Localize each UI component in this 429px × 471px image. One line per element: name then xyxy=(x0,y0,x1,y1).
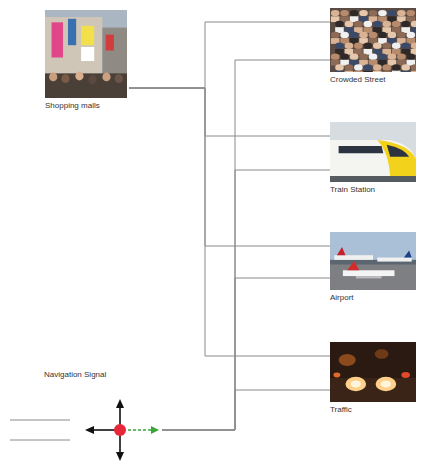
photo xyxy=(45,10,127,98)
photo xyxy=(330,8,416,72)
photo-caption: Traffic xyxy=(330,405,418,415)
photo xyxy=(330,122,416,182)
navigation-signal-symbol xyxy=(40,368,162,466)
connector-line xyxy=(162,60,330,430)
connector-line xyxy=(162,170,330,430)
connector-line xyxy=(129,88,330,136)
photo-node: Train Station xyxy=(330,122,418,195)
connector-line xyxy=(129,88,330,246)
photo xyxy=(330,232,416,290)
photo-caption: Crowded Street xyxy=(330,75,418,85)
photo-node: Crowded Street xyxy=(330,8,418,85)
photo-caption: Shopping malls xyxy=(45,101,129,111)
photo-node: Airport xyxy=(330,232,418,303)
signal-line xyxy=(10,440,70,441)
photo-node: Traffic xyxy=(330,342,418,415)
connector-line xyxy=(162,390,330,430)
photo-caption: Airport xyxy=(330,293,418,303)
photo xyxy=(330,342,416,402)
photo-node: Shopping malls xyxy=(45,10,129,111)
connector-line xyxy=(162,278,330,430)
photo-caption: Train Station xyxy=(330,185,418,195)
signal-label: Navigation Signal xyxy=(40,370,162,380)
connector-line xyxy=(129,88,330,356)
connector-line xyxy=(129,22,330,88)
signal-line xyxy=(10,420,70,421)
signal-node: Navigation Signal xyxy=(40,368,162,466)
